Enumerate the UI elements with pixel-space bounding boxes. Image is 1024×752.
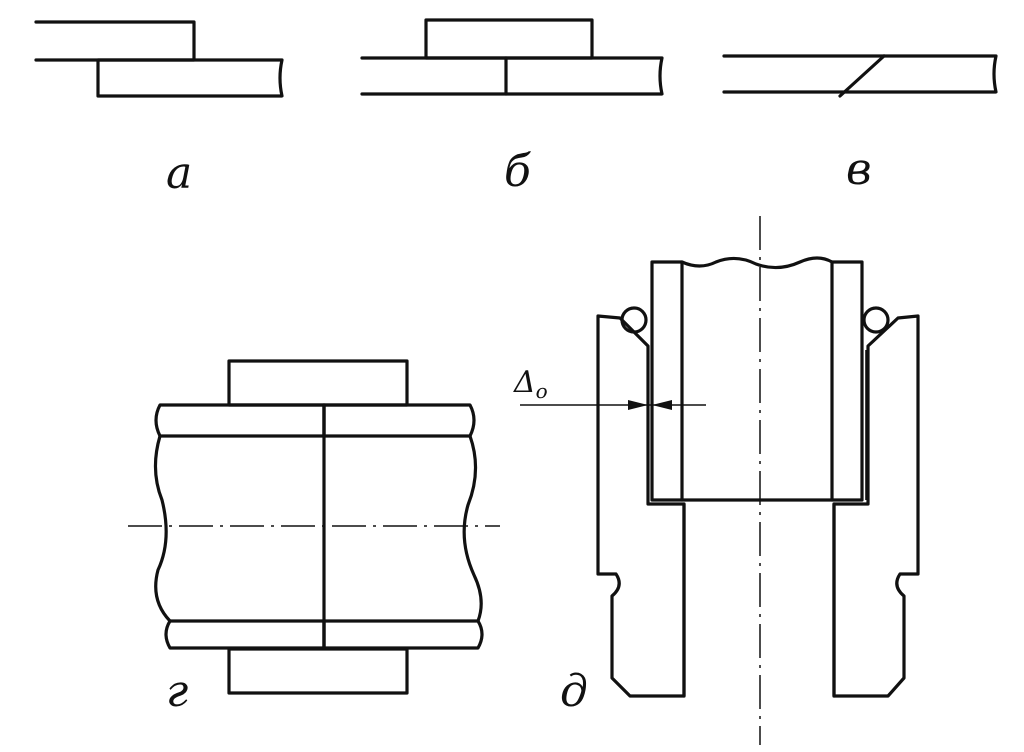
gap-dimension-arrow-right bbox=[652, 400, 672, 410]
strap-joint-left-plate bbox=[360, 56, 508, 96]
label-a: а bbox=[166, 148, 192, 199]
sleeve-top bbox=[227, 359, 409, 407]
tube-wall-top-right bbox=[322, 403, 476, 438]
lap-joint-lower-plate bbox=[96, 58, 284, 98]
inserted-tube-wall-right bbox=[830, 260, 864, 502]
strap-joint bbox=[360, 18, 664, 96]
inserted-tube-wall-left bbox=[650, 260, 684, 502]
tube-break-left bbox=[153, 434, 172, 623]
strap-joint-cover-strap bbox=[424, 18, 594, 60]
scarf-joint bbox=[722, 54, 998, 98]
socket-body-left bbox=[596, 314, 686, 698]
gap-dimension-arrow-left bbox=[628, 400, 648, 410]
lap-joint-upper-plate bbox=[34, 20, 196, 62]
tube-sleeve-joint bbox=[128, 359, 500, 695]
tube-break-right bbox=[462, 434, 483, 623]
sleeve-bottom bbox=[227, 647, 409, 695]
scarf-joint-seam bbox=[838, 54, 886, 98]
scarf-joint-plate bbox=[722, 54, 998, 94]
tube-wall-top-left bbox=[154, 403, 326, 438]
socket-joint: Δо bbox=[513, 216, 920, 745]
label-v: в bbox=[846, 144, 872, 195]
socket-body-right bbox=[832, 314, 920, 698]
inserted-tube-top-break bbox=[680, 256, 834, 270]
braze-ring-left bbox=[620, 306, 648, 334]
braze-ring-right bbox=[862, 306, 890, 334]
label-d: д bbox=[560, 666, 588, 717]
tube-wall-bottom-right bbox=[322, 619, 484, 650]
gap-dimension-label: Δо bbox=[513, 365, 548, 403]
lap-joint bbox=[34, 20, 284, 98]
label-g: г bbox=[166, 666, 188, 717]
tube-wall-bottom-left bbox=[164, 619, 326, 650]
strap-joint-right-plate bbox=[504, 56, 664, 96]
label-b: б bbox=[504, 146, 531, 197]
